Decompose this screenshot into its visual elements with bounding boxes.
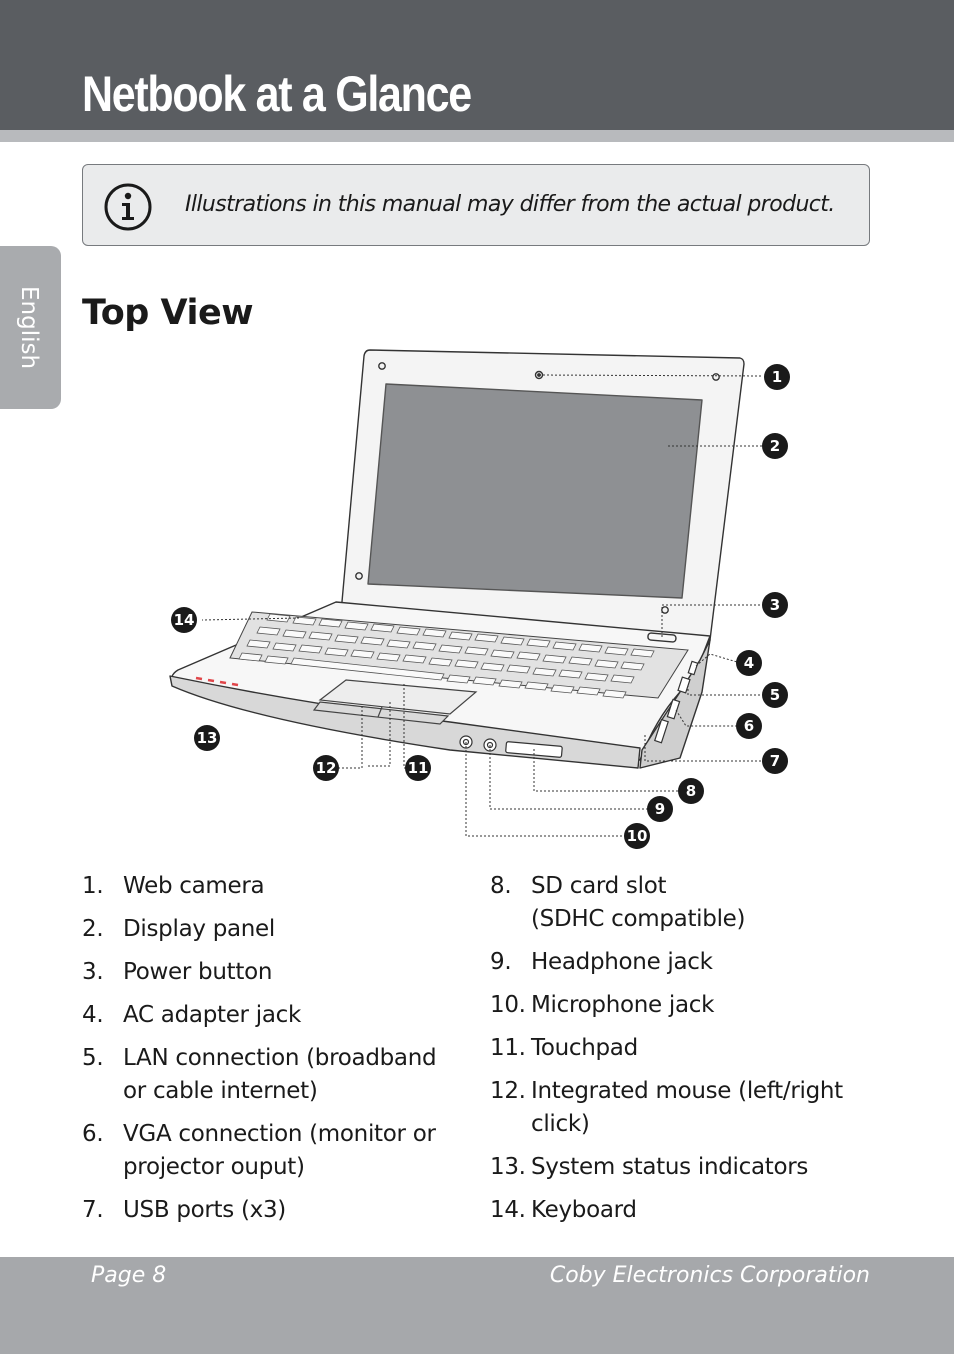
netbook-diagram: 1 2 3 4 5 6 7 8 9 10 11 12 13 14	[169, 349, 790, 849]
svg-text:14: 14	[174, 611, 195, 629]
callout-8: 8	[678, 778, 704, 804]
company-name: Coby Electronics Corporation	[549, 1263, 870, 1288]
svg-text:12: 12	[316, 759, 337, 777]
header-rule	[0, 130, 954, 142]
svg-text:11: 11	[408, 759, 429, 777]
list-item: 2.Display panel	[82, 916, 276, 942]
list-item: 1.Web camera	[82, 873, 265, 899]
callout-2: 2	[762, 433, 788, 459]
section-title: Top View	[82, 293, 254, 333]
svg-text:9: 9	[655, 800, 665, 818]
svg-text:8: 8	[686, 782, 696, 800]
list-item: 4.AC adapter jack	[82, 1002, 301, 1028]
svg-text:10: 10	[627, 827, 648, 845]
parts-list-left: 1.Web camera 2.Display panel 3.Power but…	[82, 870, 462, 1237]
language-tab: English	[0, 246, 61, 409]
mouse-buttons	[312, 701, 450, 725]
svg-text:7: 7	[770, 752, 780, 770]
header-bar	[0, 0, 954, 130]
callout-4: 4	[736, 650, 762, 676]
callout-6: 6	[736, 713, 762, 739]
list-item: 10.Microphone jack	[490, 992, 715, 1018]
web-camera	[534, 370, 544, 380]
callout-10: 10	[624, 823, 650, 849]
callout-3: 3	[762, 592, 788, 618]
callout-13: 13	[194, 725, 220, 751]
power-button	[647, 632, 677, 643]
svg-text:5: 5	[770, 686, 780, 704]
vga-port	[666, 698, 681, 720]
callout-11: 11	[405, 755, 431, 781]
page-title: Netbook at a Glance	[82, 66, 472, 122]
list-item: 6.VGA connection (monitor or projector o…	[82, 1121, 436, 1180]
note-box: Illustrations in this manual may differ …	[82, 164, 870, 246]
list-item: 8.SD card slot(SDHC compatible)	[490, 873, 746, 932]
callout-12: 12	[313, 755, 339, 781]
svg-text:4: 4	[744, 654, 754, 672]
ac-adapter-jack	[687, 660, 699, 676]
callout-14: 14	[171, 607, 197, 633]
display-panel	[367, 383, 703, 599]
footer-bar: Page 8 Coby Electronics Corporation	[0, 1257, 954, 1354]
list-item: 3.Power button	[82, 959, 273, 985]
list-item: 9.Headphone jack	[490, 949, 713, 975]
list-item: 13.System status indicators	[490, 1154, 809, 1180]
svg-text:6: 6	[744, 717, 754, 735]
touchpad	[318, 679, 478, 715]
usb-ports	[653, 718, 669, 744]
svg-text:13: 13	[197, 729, 218, 747]
callout-9: 9	[647, 796, 673, 822]
svg-text:1: 1	[772, 368, 782, 386]
callout-1: 1	[764, 364, 790, 390]
svg-text:2: 2	[770, 437, 780, 455]
list-item: 5.LAN connection (broadband or cable int…	[82, 1045, 437, 1104]
language-tab-label: English	[16, 286, 42, 370]
status-indicators	[195, 676, 239, 687]
list-item: 12.Integrated mouse (left/right click)	[490, 1078, 843, 1137]
note-text: Illustrations in this manual may differ …	[185, 192, 835, 217]
list-item: 7.USB ports (x3)	[82, 1197, 286, 1223]
info-icon	[104, 183, 152, 231]
callout-5: 5	[762, 682, 788, 708]
page-number: Page 8	[91, 1263, 167, 1288]
parts-list-right: 8.SD card slot(SDHC compatible) 9.Headph…	[490, 870, 880, 1237]
list-item: 14.Keyboard	[490, 1197, 637, 1223]
callout-7: 7	[762, 748, 788, 774]
list-item: 11.Touchpad	[490, 1035, 638, 1061]
svg-text:3: 3	[770, 596, 780, 614]
